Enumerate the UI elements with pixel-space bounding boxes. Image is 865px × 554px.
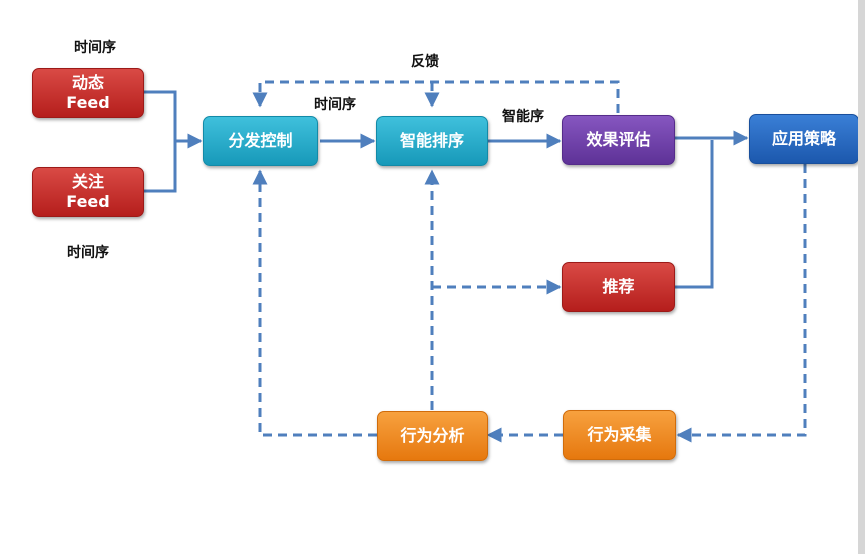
node-apply-strategy: 应用策略 <box>749 114 859 164</box>
strategy-to-collect-arrow <box>676 164 807 443</box>
window-edge <box>858 0 865 554</box>
recommend-to-strategy-connector <box>675 140 714 289</box>
node-dynamic-feed: 动态 Feed <box>32 68 144 118</box>
label-time-order-bottom: 时间序 <box>67 245 109 261</box>
node-behavior-analysis: 行为分析 <box>377 411 488 461</box>
dynamic-feed-connector <box>143 90 177 141</box>
label-smart-order: 智能序 <box>502 109 544 125</box>
node-behavior-collect: 行为采集 <box>563 410 676 460</box>
label-time-order-mid: 时间序 <box>314 97 356 113</box>
label-feedback: 反馈 <box>411 54 439 70</box>
node-recommend: 推荐 <box>562 262 675 312</box>
node-effect-evaluation: 效果评估 <box>562 115 675 165</box>
label-time-order-top: 时间序 <box>74 40 116 56</box>
node-follow-feed: 关注 Feed <box>32 167 144 217</box>
node-distribution-control: 分发控制 <box>203 116 318 166</box>
feedback-loop-connector <box>252 80 620 113</box>
node-smart-sort: 智能排序 <box>376 116 488 166</box>
analysis-to-distribution-arrow <box>252 169 377 437</box>
follow-feed-connector <box>143 141 177 193</box>
